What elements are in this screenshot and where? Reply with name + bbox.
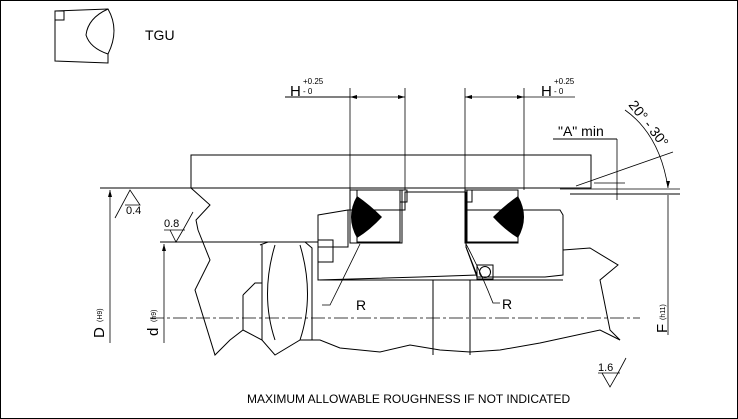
- radius-leader-left: [322, 243, 361, 306]
- seal-profile-icon: [54, 8, 115, 64]
- radius-label-right: R: [502, 296, 512, 312]
- groove-diameter-tolerance: (h9): [151, 310, 158, 322]
- roughness-symbol-groove: [164, 211, 194, 243]
- chamfer-min-label: "A" min: [558, 123, 604, 139]
- groove-width-tol-upper-right: +0.25: [554, 77, 575, 86]
- roughness-groove-value: 0.8: [164, 218, 179, 230]
- groove-width-tol-lower-right: - 0: [554, 87, 564, 96]
- chamfer-dimension: [553, 109, 674, 335]
- profile-name: TGU: [145, 27, 175, 43]
- groove-diameter-dimension: [162, 244, 166, 343]
- shaft-diameter-label: F: [654, 324, 671, 333]
- groove-width-dimension-right: [464, 88, 575, 190]
- roughness-symbol-bore: [114, 189, 141, 219]
- groove-width-label-left: H: [290, 83, 301, 100]
- groove-width-tol-lower-left: - 0: [303, 87, 313, 96]
- roughness-symbol-general: [598, 357, 627, 388]
- groove-diameter-label: d: [145, 328, 162, 336]
- radius-leader-right: [465, 243, 500, 304]
- shaft-diameter-tolerance: (h11): [660, 304, 667, 320]
- groove-width-tol-upper-left: +0.25: [303, 77, 324, 86]
- bore-diameter-tolerance: (H9): [97, 308, 104, 322]
- seal-right: [464, 189, 524, 244]
- bore-diameter-label: D: [91, 327, 108, 338]
- roughness-note: MAXIMUM ALLOWABLE ROUGHNESS IF NOT INDIC…: [247, 392, 570, 406]
- seal-left: [349, 189, 408, 244]
- groove-width-dimension-left: [285, 88, 406, 190]
- chamfer-angle-label: 20° - 30°: [626, 97, 672, 150]
- roughness-general-value: 1.6: [598, 362, 613, 374]
- roughness-bore-value: 0.4: [126, 205, 141, 217]
- rod: [160, 229, 621, 356]
- bore-diameter-dimension: [108, 190, 112, 343]
- radius-label-left: R: [356, 297, 366, 313]
- groove-width-label-right: H: [541, 83, 552, 100]
- housing: [100, 154, 680, 231]
